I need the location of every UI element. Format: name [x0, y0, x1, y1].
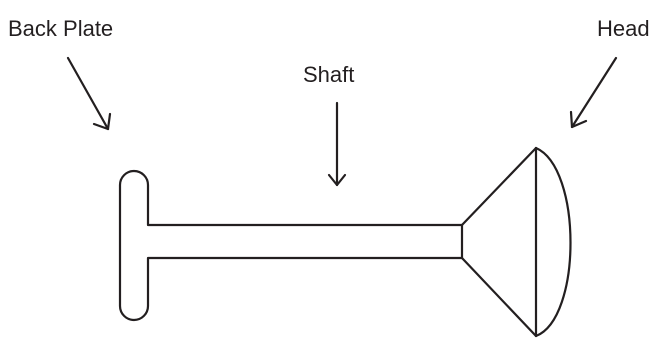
label-head: Head [597, 16, 650, 41]
back-plate-and-shaft-outline [118, 169, 464, 322]
arrow-back-plate [66, 56, 112, 131]
label-back-plate: Back Plate [8, 16, 113, 41]
label-shaft: Shaft [303, 62, 354, 87]
object-outline [118, 146, 572, 338]
arrow-head [569, 56, 618, 129]
head-dome [534, 146, 572, 338]
head-cone [460, 146, 538, 338]
arrow-shaft [327, 101, 347, 187]
